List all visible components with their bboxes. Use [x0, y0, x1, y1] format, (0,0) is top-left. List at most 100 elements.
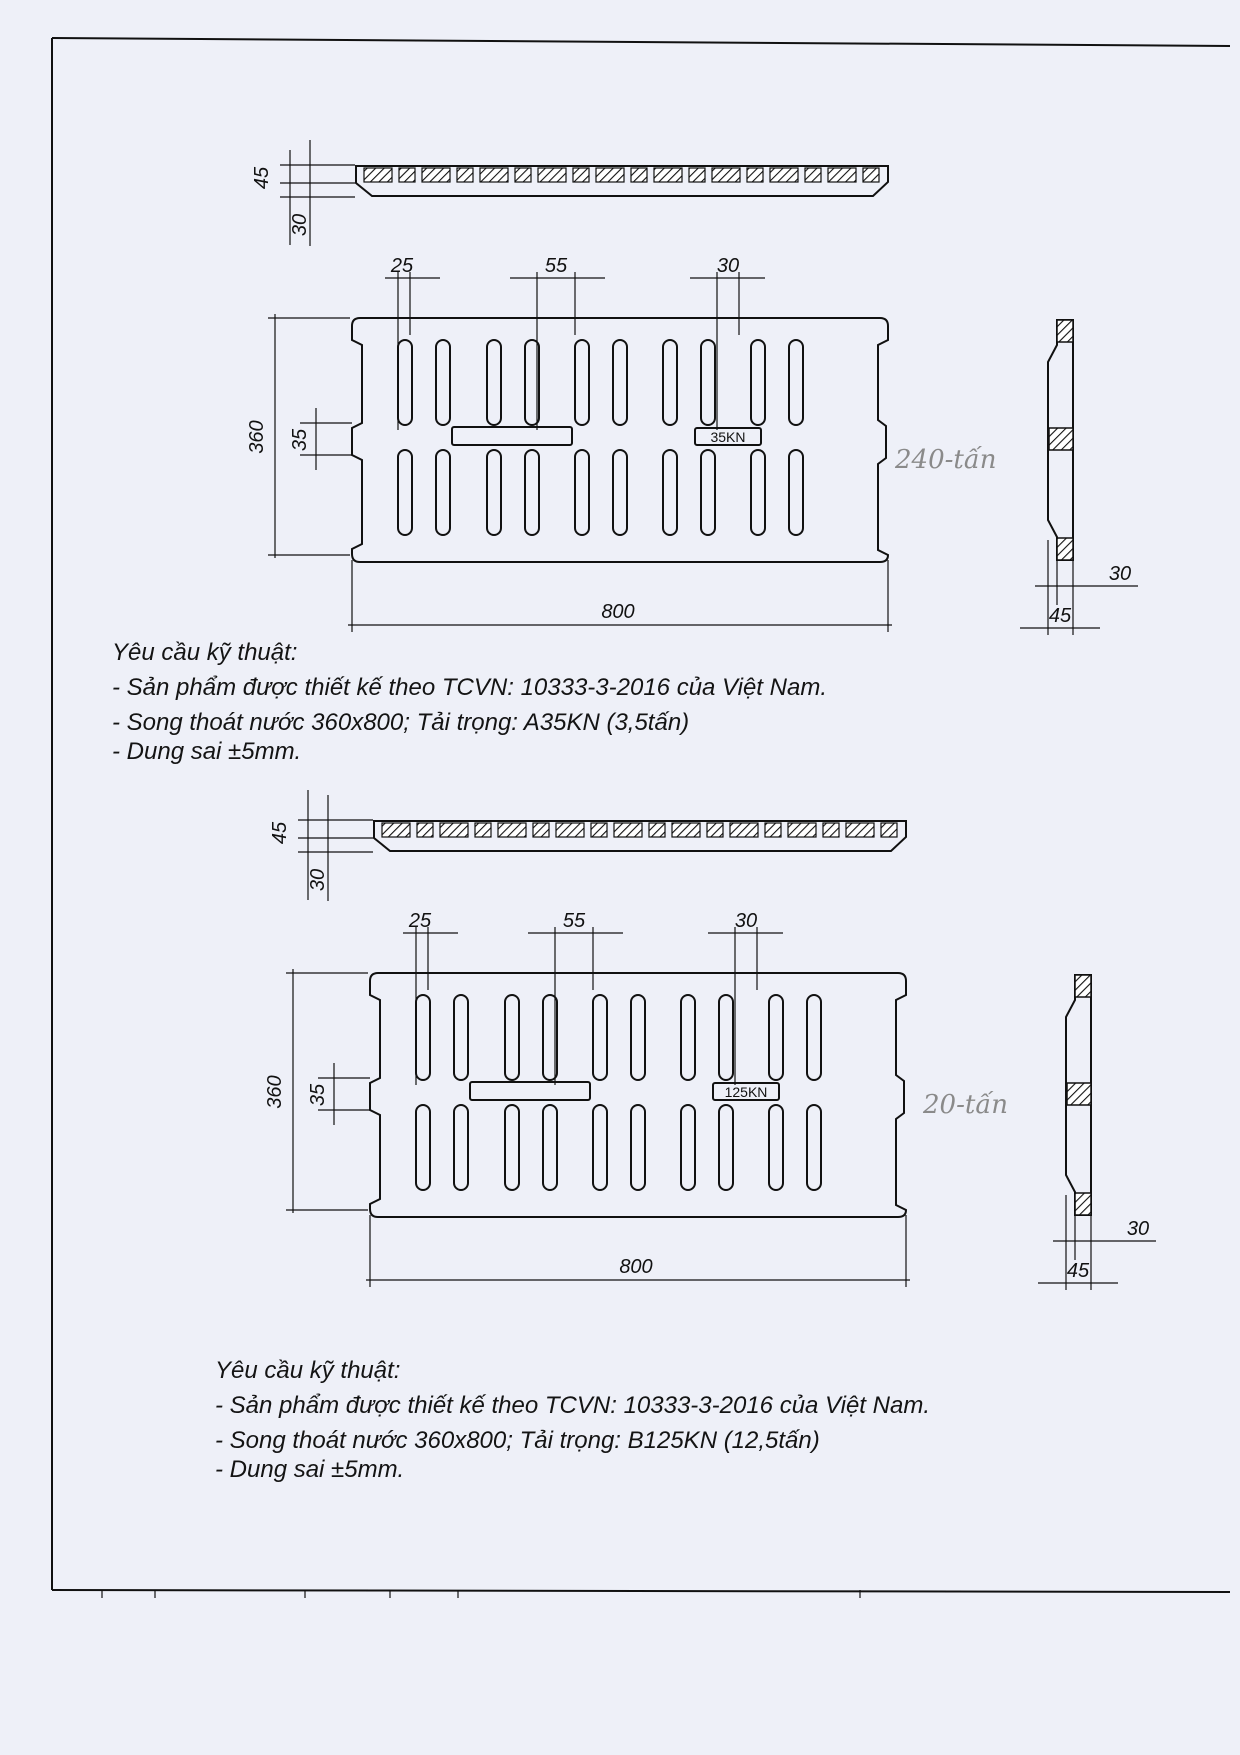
side-dim-45: 45 [1049, 605, 1072, 627]
requirements-block-a35kn: Yêu cầu kỹ thuật: - Sản phẩm được thiết … [112, 635, 827, 769]
grating-plan-view: 35KN 25 55 30 [246, 255, 997, 632]
section-hatch-block [421, 167, 451, 183]
drain-slot [788, 339, 804, 426]
section-hatch-block [532, 822, 550, 838]
section-hatch-block [729, 822, 759, 838]
section-hatch-block [862, 167, 880, 183]
section-hatch-block [822, 822, 840, 838]
section-hatch-block [398, 167, 416, 183]
section-view: 45 30 [269, 790, 907, 901]
side-hatch-mid [1066, 1082, 1092, 1106]
label-plate [469, 1081, 591, 1101]
drain-slot [680, 1104, 696, 1191]
section-hatch-block [648, 822, 666, 838]
drain-slot [788, 449, 804, 536]
handwritten-note: 240-tấn [894, 445, 997, 475]
section-hatch-block [804, 167, 822, 183]
section-hatch-block [439, 822, 469, 838]
section-hatch-block [787, 822, 817, 838]
section-hatch-block [827, 167, 857, 183]
side-outline [1065, 974, 1092, 1216]
section-hatch-block [590, 822, 608, 838]
section-hatch-block [381, 822, 411, 838]
slot-grid [415, 994, 822, 1191]
drain-slot [542, 1104, 558, 1191]
requirement-standard: - Sản phẩm được thiết kế theo TCVN: 1033… [215, 1392, 930, 1419]
drain-slot [415, 994, 431, 1081]
section-hatch-block [479, 167, 509, 183]
drain-slot [542, 994, 558, 1081]
section-hatch-block [416, 822, 434, 838]
drain-slot [574, 339, 590, 426]
drain-slot [806, 1104, 822, 1191]
drain-slot [662, 449, 678, 536]
section-hatch-block [653, 167, 683, 183]
requirements-heading: Yêu cầu kỹ thuật: [215, 1357, 401, 1384]
drain-slot [700, 449, 716, 536]
dim-360: 360 [264, 1075, 286, 1108]
drain-slot [768, 1104, 784, 1191]
side-hatch-bottom [1056, 537, 1074, 561]
section-hatch-block [769, 167, 799, 183]
section-hatch-block [595, 167, 625, 183]
section-hatch-block [363, 167, 393, 183]
side-dim-30: 30 [1109, 563, 1131, 585]
requirement-standard: - Sản phẩm được thiết kế theo TCVN: 1033… [112, 674, 827, 701]
side-dimension-lines [1020, 540, 1138, 635]
dim-35: 35 [289, 428, 311, 451]
height-dimension-lines [268, 314, 352, 558]
requirements-block-b125kn: Yêu cầu kỹ thuật: - Sản phẩm được thiết … [215, 1353, 930, 1487]
drain-slot [435, 449, 451, 536]
section-hatch-block [746, 167, 764, 183]
label-plate [451, 426, 573, 446]
drain-slot [612, 339, 628, 426]
section-outline [373, 820, 907, 852]
load-badge [694, 427, 762, 446]
drain-slot [718, 994, 734, 1081]
requirements-heading: Yêu cầu kỹ thuật: [112, 639, 298, 666]
side-dimension-lines [1038, 1195, 1156, 1290]
height-dimension-lines [286, 969, 370, 1213]
grating-outline [369, 972, 908, 1218]
dim-800: 800 [619, 1256, 652, 1278]
section-hatch-block [671, 822, 701, 838]
drain-slot [750, 339, 766, 426]
drain-slot [486, 449, 502, 536]
width-dimension-lines [366, 1215, 910, 1287]
drain-slot [397, 449, 413, 536]
drain-slot [662, 339, 678, 426]
section-hatch-block [845, 822, 875, 838]
drain-slot [397, 339, 413, 426]
section-hatch-block [537, 167, 567, 183]
section-hatch-block [474, 822, 492, 838]
section-dim-30: 30 [289, 214, 311, 236]
section-hatch-block [555, 822, 585, 838]
side-outline [1047, 319, 1074, 561]
frame-bottom-ticks [101, 1590, 861, 1598]
frame-top-line [51, 37, 1231, 47]
section-outline [355, 165, 889, 197]
side-view: 30 45 [1038, 974, 1156, 1290]
side-view: 30 45 [1020, 319, 1138, 635]
section-hatch-block [764, 822, 782, 838]
dim-800: 800 [601, 601, 634, 623]
section-view: 45 30 [251, 140, 889, 246]
section-hatch-block [456, 167, 474, 183]
dim-30-top: 30 [717, 255, 739, 277]
drain-slot [592, 994, 608, 1081]
section-dim-45: 45 [251, 166, 273, 189]
load-badge-text: 35KN [710, 429, 745, 445]
top-dimension-lines [403, 927, 783, 1085]
dim-25: 25 [408, 910, 432, 932]
section-hatch-block [880, 822, 898, 838]
width-dimension-lines [348, 560, 892, 632]
top-dimension-lines [385, 272, 765, 430]
drain-slot [718, 1104, 734, 1191]
section-hatch-block [613, 822, 643, 838]
section-hatch-block [706, 822, 724, 838]
section-dim-30: 30 [307, 869, 329, 891]
slot-grid [397, 339, 804, 536]
drain-slot [504, 1104, 520, 1191]
drain-slot [435, 339, 451, 426]
section-hatch-block [711, 167, 741, 183]
